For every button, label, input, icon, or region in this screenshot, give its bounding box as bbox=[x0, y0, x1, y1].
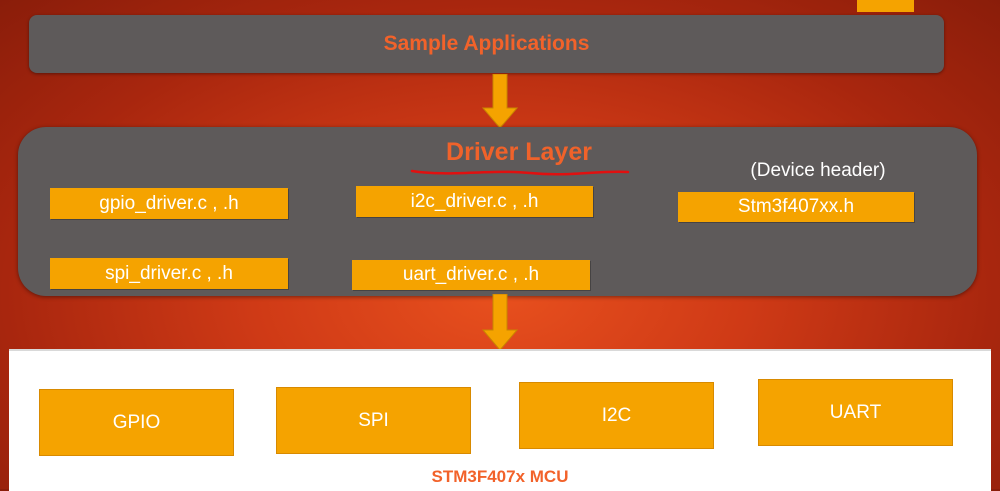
spi-driver-label: spi_driver.c , .h bbox=[105, 262, 233, 284]
device-header-label: (Device header) bbox=[750, 160, 886, 181]
mcu-i2c-box: I2C bbox=[519, 382, 714, 449]
gpio-driver-box: gpio_driver.c , .h bbox=[50, 188, 288, 219]
down-arrow-icon-1 bbox=[482, 74, 518, 129]
gpio-driver-label: gpio_driver.c , .h bbox=[99, 192, 239, 214]
uart-driver-label: uart_driver.c , .h bbox=[402, 264, 540, 285]
mcu-uart-box: UART bbox=[758, 379, 953, 446]
mcu-i2c-label: I2C bbox=[601, 404, 632, 426]
driver-layer-panel: Driver Layer (Device header) gpio_driver… bbox=[18, 127, 977, 296]
mcu-spi-box: SPI bbox=[276, 387, 471, 454]
mcu-spi-label: SPI bbox=[358, 409, 389, 431]
mcu-gpio-box: GPIO bbox=[39, 389, 234, 456]
i2c-driver-box: i2c_driver.c , .h bbox=[356, 186, 593, 217]
i2c-driver-label: i2c_driver.c , .h bbox=[410, 190, 539, 212]
spi-driver-box: spi_driver.c , .h bbox=[50, 258, 288, 289]
sample-applications-title: Sample Applications bbox=[383, 32, 590, 55]
corner-tab bbox=[857, 0, 914, 12]
mcu-uart-label: UART bbox=[829, 401, 882, 423]
uart-driver-box: uart_driver.c , .h bbox=[352, 260, 590, 290]
mcu-label: STM3F407x MCU bbox=[431, 467, 569, 486]
red-underline-icon bbox=[410, 169, 630, 176]
device-header-box: Stm3f407xx.h bbox=[678, 192, 914, 222]
mcu-panel: GPIO SPI I2C UART STM3F407x MCU bbox=[9, 349, 991, 491]
mcu-gpio-label: GPIO bbox=[112, 411, 161, 433]
sample-applications-bar: Sample Applications bbox=[29, 15, 944, 73]
down-arrow-icon-2 bbox=[482, 294, 518, 351]
driver-layer-title: Driver Layer bbox=[446, 138, 592, 166]
device-header-file-label: Stm3f407xx.h bbox=[737, 196, 855, 217]
